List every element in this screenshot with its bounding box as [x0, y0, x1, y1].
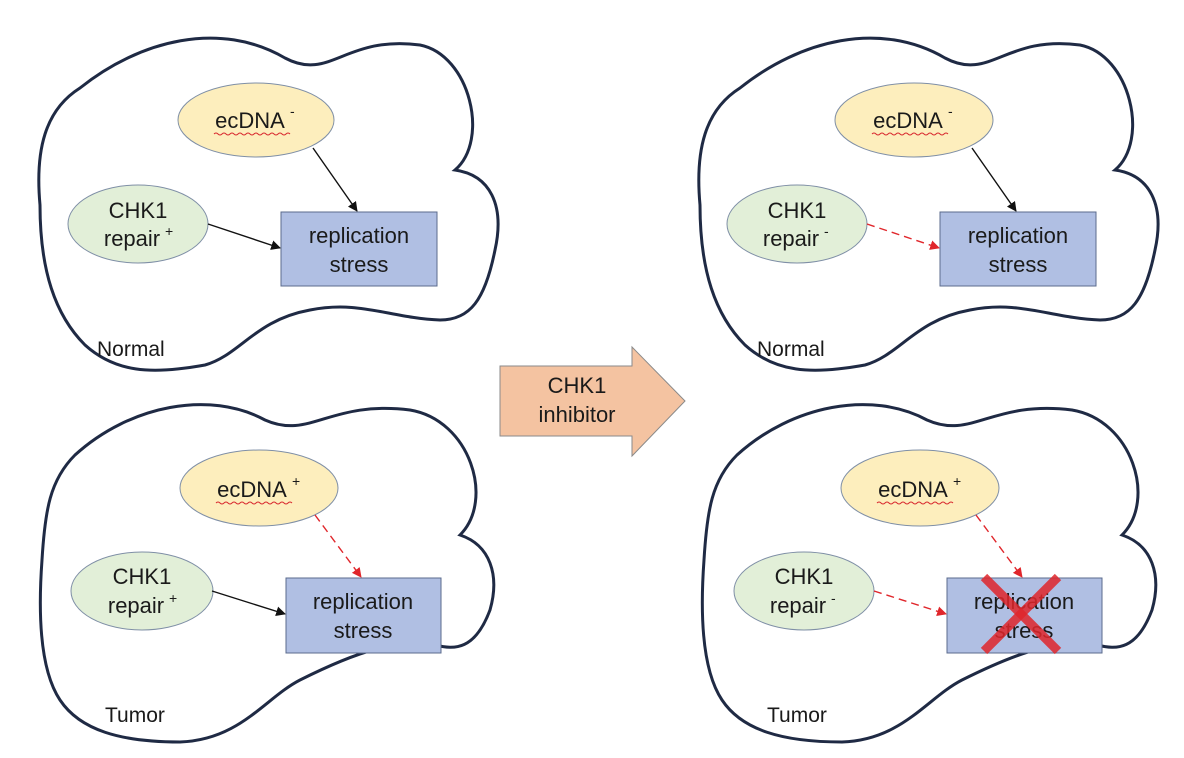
- spellcheck-underline: [213, 132, 291, 136]
- stress-label-line2: stress: [989, 252, 1048, 277]
- ecdna-label: ecDNA: [878, 477, 948, 502]
- repair-label: repair: [770, 593, 826, 618]
- ecdna-node: [179, 449, 339, 527]
- stress-label-line2: stress: [330, 252, 389, 277]
- treatment-arrow-shape: [499, 345, 686, 458]
- replication-stress-node: [939, 211, 1097, 287]
- repair-superscript: +: [165, 223, 173, 239]
- chk1-label: CHK1: [768, 198, 827, 223]
- repair-superscript: +: [169, 590, 177, 606]
- chk1-label: CHK1: [109, 198, 168, 223]
- panel-bottom-left-tumor: ecDNA + CHK1 repair + replication stress…: [38, 403, 496, 744]
- repair-label: repair: [104, 226, 160, 251]
- ecdna-node: [840, 449, 1000, 527]
- repair-superscript: -: [824, 223, 829, 239]
- chk1-repair-node: [726, 184, 868, 264]
- stress-label-line1: replication: [313, 589, 413, 614]
- chk1-inhibitor-arrow: CHK1 inhibitor: [499, 345, 686, 458]
- repair-label: repair: [763, 226, 819, 251]
- ecdna-to-stress-arrow: [971, 147, 1017, 212]
- cell-outline: [37, 36, 500, 372]
- repair-superscript: -: [831, 590, 836, 606]
- ecdna-label: ecDNA: [873, 108, 943, 133]
- replication-stress-node: [280, 211, 438, 287]
- cell-outline: [697, 36, 1160, 372]
- ecdna-label: ecDNA: [217, 477, 287, 502]
- chk1-label: CHK1: [775, 564, 834, 589]
- treatment-arrow-line1: CHK1: [548, 373, 607, 398]
- ecdna-superscript: -: [948, 103, 953, 119]
- repair-label: repair: [108, 593, 164, 618]
- ecdna-node: [177, 82, 335, 158]
- panel-bottom-right-tumor: ecDNA + CHK1 repair - replication stress…: [700, 403, 1158, 744]
- panel-top-left-normal: ecDNA - CHK1 repair + replication stress…: [37, 36, 500, 372]
- stress-label-line1: replication: [309, 223, 409, 248]
- replication-stress-node: [285, 577, 442, 654]
- cross-mark-icon: [980, 573, 1062, 655]
- spellcheck-underline: [871, 132, 949, 136]
- chk1-label: CHK1: [113, 564, 172, 589]
- chk1-repair-node: [67, 184, 209, 264]
- ecdna-node: [834, 82, 994, 158]
- ecdna-superscript: +: [292, 473, 300, 489]
- stress-label-line2: stress: [334, 618, 393, 643]
- panel-top-right-normal: ecDNA - CHK1 repair - replication stress…: [697, 36, 1160, 372]
- cell-type-label: Tumor: [767, 704, 827, 727]
- stress-label-line1: replication: [968, 223, 1068, 248]
- repair-to-stress-arrow: [211, 590, 286, 617]
- treatment-arrow-line2: inhibitor: [538, 402, 615, 427]
- ecdna-superscript: +: [953, 473, 961, 489]
- ecdna-label: ecDNA: [215, 108, 285, 133]
- cell-type-label: Normal: [97, 338, 165, 361]
- spellcheck-underline: [876, 501, 954, 505]
- repair-to-stress-arrow: [207, 223, 281, 250]
- ecdna-to-stress-arrow: [312, 147, 358, 212]
- cell-type-label: Normal: [757, 338, 825, 361]
- cell-type-label: Tumor: [105, 704, 165, 727]
- ecdna-superscript: -: [290, 103, 295, 119]
- spellcheck-underline: [215, 501, 293, 505]
